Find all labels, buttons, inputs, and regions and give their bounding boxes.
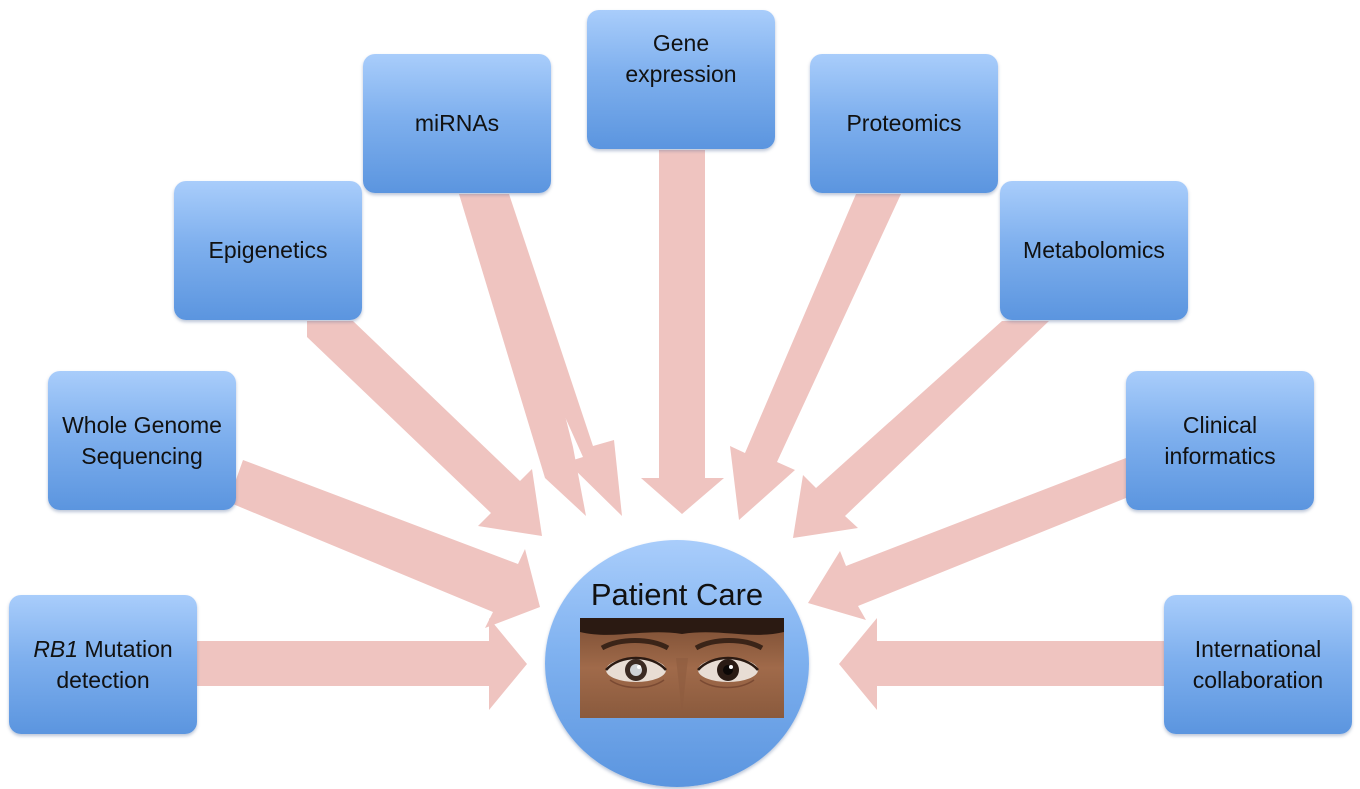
arrow-gen	[641, 150, 724, 514]
node-label-text: Mutation detection	[56, 635, 173, 693]
node-label: Clinical informatics	[1164, 411, 1276, 469]
arrow-epi	[307, 321, 542, 536]
node-label: Gene expression	[625, 30, 737, 87]
node-label: Epigenetics	[208, 237, 328, 263]
arrow-pro	[730, 194, 901, 520]
node-label: Proteomics	[846, 110, 962, 136]
node-label: Metabolomics	[1023, 237, 1165, 263]
node-metabolomics: Metabolomics	[1000, 181, 1188, 320]
arrow-mir-body	[465, 194, 622, 516]
node-label: International collaboration	[1192, 635, 1324, 693]
node-gene-expression: Gene expression	[587, 10, 775, 149]
arrow-met	[793, 321, 1049, 538]
node-whole-genome-sequencing: Whole Genome Sequencing	[48, 371, 236, 510]
node-clinical-informatics: Clinical informatics	[1126, 371, 1314, 510]
patient-care-circle: Patient Care	[545, 540, 809, 787]
node-mirnas: miRNAs	[363, 54, 551, 193]
arrow-rb1	[197, 618, 527, 710]
arrow-int	[839, 618, 1164, 710]
patient-care-title: Patient Care	[590, 577, 764, 612]
arrow-wgs	[228, 460, 540, 628]
node-proteomics: Proteomics	[810, 54, 998, 193]
node-epigenetics: Epigenetics	[174, 181, 362, 320]
patient-eyes-photo	[580, 618, 784, 718]
node-label: Whole Genome Sequencing	[62, 411, 222, 469]
node-label: miRNAs	[414, 110, 500, 136]
gene-name: RB1	[33, 635, 79, 662]
arrow-mir	[459, 194, 586, 516]
node-label: RB1 Mutation detection	[9, 634, 197, 696]
node-rb1-mutation-detection: RB1 Mutation detection	[9, 595, 197, 734]
arrow-cli	[808, 458, 1126, 620]
node-international-collaboration: International collaboration	[1164, 595, 1352, 734]
